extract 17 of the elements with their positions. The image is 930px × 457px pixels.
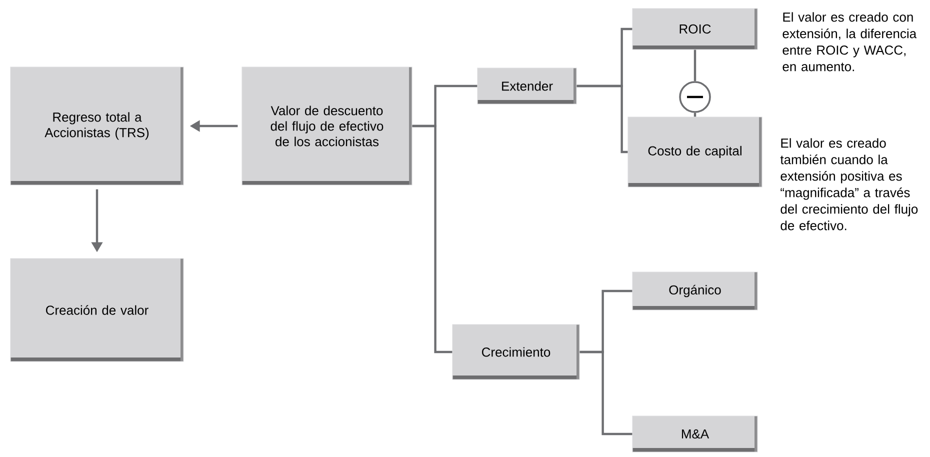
minus-circle	[679, 81, 711, 113]
process-box: Regreso total a Accionistas (TRS)	[10, 66, 184, 186]
process-box: Crecimiento	[452, 324, 580, 380]
note-text: El valor es creado con extensión, la diferencia entre ROIC y WACC, en aumento.	[782, 12, 917, 72]
process-box: Extender	[477, 68, 577, 104]
connector-line	[694, 50, 696, 82]
connector-line	[412, 124, 452, 354]
connector-line	[580, 350, 632, 436]
connector-line	[694, 112, 696, 117]
process-box: Orgánico	[632, 272, 758, 310]
process-box: Costo de capital	[628, 116, 762, 188]
process-box: Valor de descuento del flujo de efectivo de los accionistas	[242, 66, 412, 186]
process-box: Creación de valor	[10, 258, 184, 362]
note-text: El valor es creado también cuando la extensión positiva es “magnificada” a través del crecimiento del flujo de efectivo.	[780, 138, 918, 230]
process-box: M&A	[632, 416, 758, 452]
connector-line	[576, 84, 628, 154]
process-box: ROIC	[632, 8, 758, 50]
